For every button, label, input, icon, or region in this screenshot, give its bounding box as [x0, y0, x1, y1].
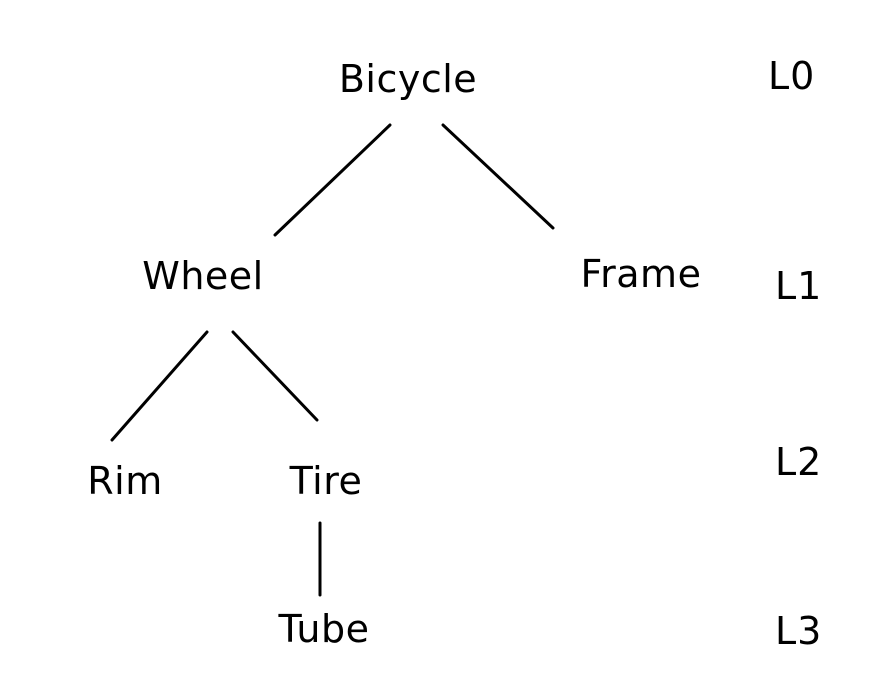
level-label-L2: L2: [775, 440, 823, 484]
level-label-L0: L0: [768, 54, 816, 98]
node-tube[interactable]: Tube: [278, 607, 370, 651]
edge-wheel-tire: [231, 330, 319, 422]
level-label-L1: L1: [775, 264, 823, 308]
node-frame[interactable]: Frame: [580, 252, 702, 296]
edge-wheel-rim: [110, 330, 209, 442]
node-tire[interactable]: Tire: [289, 459, 363, 503]
edge-bicycle-frame: [441, 123, 555, 230]
node-bicycle[interactable]: Bicycle: [338, 57, 478, 101]
node-wheel[interactable]: Wheel: [142, 254, 264, 298]
node-rim[interactable]: Rim: [87, 459, 163, 503]
edge-bicycle-wheel: [273, 123, 392, 237]
level-label-L3: L3: [775, 609, 823, 653]
